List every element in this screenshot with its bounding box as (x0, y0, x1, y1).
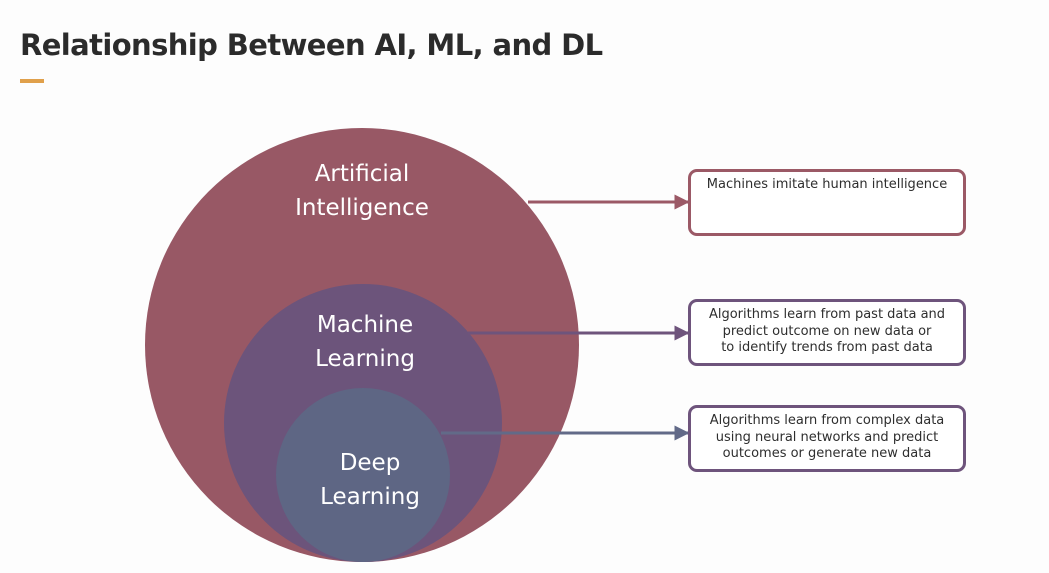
dl-circle-label: Deep Learning (270, 446, 470, 514)
ai-label-line1: Artificial (314, 161, 410, 187)
ml-description-box: Algorithms learn from past data and pred… (688, 299, 966, 366)
ai-description-text: Machines imitate human intelligence (706, 177, 948, 192)
ai-circle-label: Artificial Intelligence (262, 157, 462, 225)
dl-label-line2: Learning (320, 484, 420, 510)
dl-description-line: Algorithms learn from complex data (709, 413, 945, 428)
title-accent-underline (20, 79, 44, 83)
ml-description-line: predict outcome on new data or (722, 323, 932, 339)
ml-circle-label: Machine Learning (265, 308, 465, 376)
dl-circle (276, 388, 450, 562)
ai-label-line2: Intelligence (295, 195, 429, 221)
dl-description-line: using neural networks and predict (715, 429, 939, 445)
dl-label-line1: Deep (339, 450, 401, 476)
ml-label-line2: Learning (315, 346, 415, 372)
ai-description-box: Machines imitate human intelligence (688, 169, 966, 236)
ml-description-line: to identify trends from past data (721, 340, 933, 355)
dl-description-box: Algorithms learn from complex data using… (688, 405, 966, 472)
dl-description-line: outcomes or generate new data (722, 446, 932, 461)
ml-label-line1: Machine (316, 312, 414, 338)
ml-description-line: Algorithms learn from past data and (708, 307, 946, 322)
page-title: Relationship Between AI, ML, and DL (20, 28, 603, 62)
